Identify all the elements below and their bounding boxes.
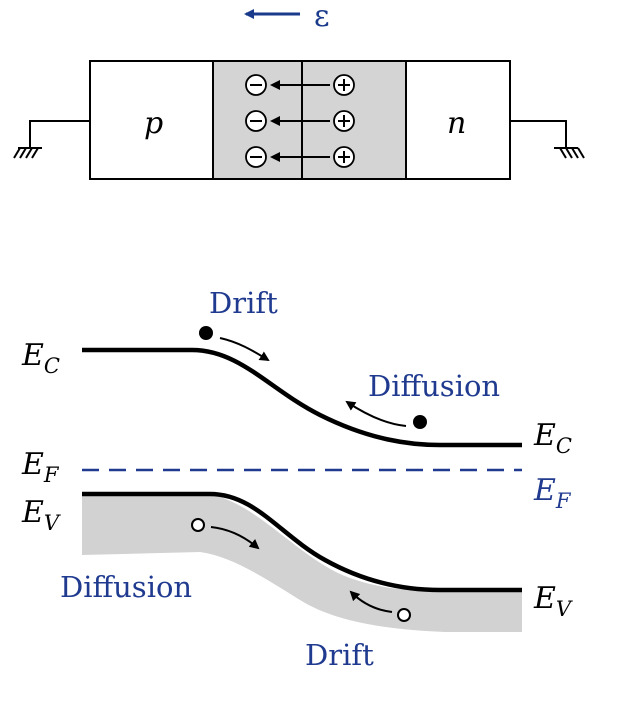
electron-diffusion [413, 415, 427, 429]
electron-drift [199, 326, 213, 340]
hole-drift-arrow [349, 590, 393, 613]
conduction-band-edge [82, 347, 522, 448]
diffusion-label-bottom: Diffusion [60, 570, 192, 604]
ef-left-label: EF [21, 447, 60, 487]
n-region-label: n [447, 106, 466, 141]
electric-field-symbol: ε [314, 0, 330, 34]
ec-right-label: EC [533, 418, 572, 458]
electron-diffusion-arrow [345, 400, 407, 427]
hole-diffusion [191, 518, 205, 532]
p-region-label: p [144, 106, 163, 141]
ec-left-label: EC [21, 338, 60, 378]
positive-ions [333, 74, 355, 168]
right-ground-icon [510, 120, 585, 159]
drift-label-bottom: Drift [305, 638, 374, 672]
ev-left-label: EV [21, 495, 61, 535]
valence-band-edge [82, 491, 522, 593]
field-arrows [270, 80, 330, 162]
valence-band-fill [82, 494, 522, 632]
electron-drift-arrow [219, 337, 270, 362]
ef-right-label: EF [533, 473, 572, 513]
left-ground-icon [13, 120, 90, 159]
negative-ions [245, 74, 267, 168]
hole-drift [397, 608, 411, 622]
diffusion-label-top: Diffusion [368, 369, 500, 403]
drift-label-top: Drift [209, 286, 278, 320]
hole-diffusion-arrow [210, 526, 260, 550]
band-diagram: EC EF EV EC EF EV Drift Diffusion Diffus… [21, 286, 573, 672]
junction-diagram: ε p n [13, 0, 585, 180]
ev-right-label: EV [533, 581, 573, 621]
